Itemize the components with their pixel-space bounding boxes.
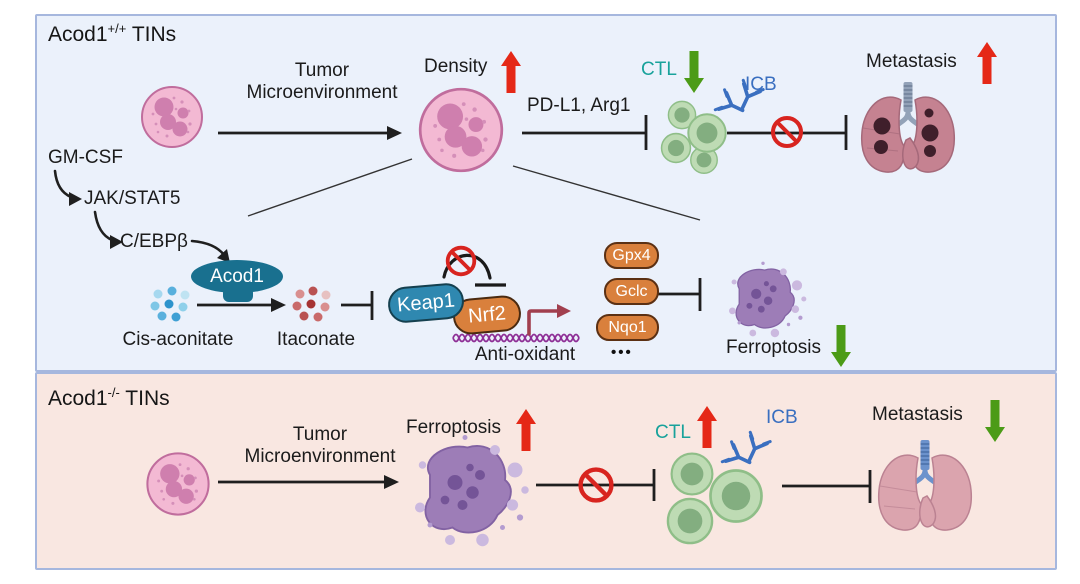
transcription-arrow-icon: [527, 304, 571, 336]
tumor-microenvironment-arrow: [218, 126, 402, 140]
ctl-up-arrow-icon: [697, 406, 717, 448]
ctl-down-arrow-icon: [684, 51, 704, 93]
density-up-arrow-icon: [501, 51, 521, 93]
ferroptosis-cell-icon-top: [728, 260, 807, 338]
ctl-cells-top: [660, 100, 727, 174]
neutrophil-icon-bottom: [146, 452, 210, 516]
tumor-microenvironment-arrow-bottom: [218, 475, 399, 489]
ferroptosis-down-arrow-icon: [831, 325, 851, 367]
icb-antibody-icons-bottom: [720, 430, 772, 475]
itaconate-to-keap1-inhibition: [341, 291, 374, 320]
ferroptosis-cell-icon-bottom: [414, 434, 530, 548]
pdl1-inhibition-line: [522, 115, 648, 150]
cis-aconitate-label: Cis-aconitate: [122, 329, 234, 350]
density-label: Density: [424, 56, 488, 77]
anti-oxidant-label: Anti-oxidant: [474, 344, 576, 365]
metastasis-label-bottom: Metastasis: [872, 404, 963, 425]
panel-top-title: Acod1+/+ TINs: [48, 21, 177, 46]
gene-gpx4: Gpx4: [604, 242, 659, 269]
ctl-to-lung-inhibition-bottom: [782, 470, 872, 503]
jak-stat5-label: JAK/STAT5: [84, 188, 181, 209]
ctl-label-bottom: CTL: [655, 422, 691, 443]
zoom-leader-lines: [247, 158, 701, 221]
cis-aconitate-molecules: [150, 286, 190, 322]
ctl-cells-bottom: [666, 452, 763, 545]
itaconate-label: Itaconate: [276, 329, 356, 350]
panel-bottom-title: Acod1-/- TINs: [48, 385, 170, 410]
ellipsis-label: •••: [611, 344, 633, 361]
lungs-healthy-icon: [877, 440, 973, 531]
gene-gclc: Gclc: [604, 278, 659, 305]
metastasis-up-arrow-icon: [977, 42, 997, 84]
pdl1-arg1-label: PD-L1, Arg1: [527, 95, 631, 116]
ferroptosis-up-arrow-icon: [516, 409, 536, 451]
genes-to-ferroptosis-inhibition: [658, 278, 702, 311]
neutrophil-icon: [141, 86, 203, 148]
gmcsf-label: GM-CSF: [48, 147, 123, 168]
cascade-arrowheads: [69, 192, 230, 263]
icb-label-bottom: ICB: [766, 407, 798, 428]
icb-label-top: ICB: [745, 74, 777, 95]
ferroptosis-label-top: Ferroptosis: [726, 337, 822, 358]
cebpb-label: C/EBPβ: [120, 231, 188, 252]
lungs-metastasis-icon: [860, 82, 956, 173]
keap1-nrf2-blocked-inhibition: [442, 253, 506, 287]
cis-to-itaconate-arrow: [197, 298, 286, 312]
dna-icon: [452, 333, 580, 343]
signaling-cascade-arrows: [53, 169, 226, 257]
ferroptosis-label-bottom: Ferroptosis: [406, 417, 502, 438]
ctl-label-top: CTL: [641, 59, 677, 80]
metastasis-down-arrow-icon: [985, 400, 1005, 442]
acod1-node-notch: [223, 287, 253, 302]
itaconate-molecules: [292, 286, 331, 322]
metastasis-nodules: [873, 108, 939, 157]
gene-nqo1: Nqo1: [596, 314, 659, 341]
metastasis-label-top: Metastasis: [866, 51, 957, 72]
neutrophil-density-icon: [418, 87, 504, 173]
